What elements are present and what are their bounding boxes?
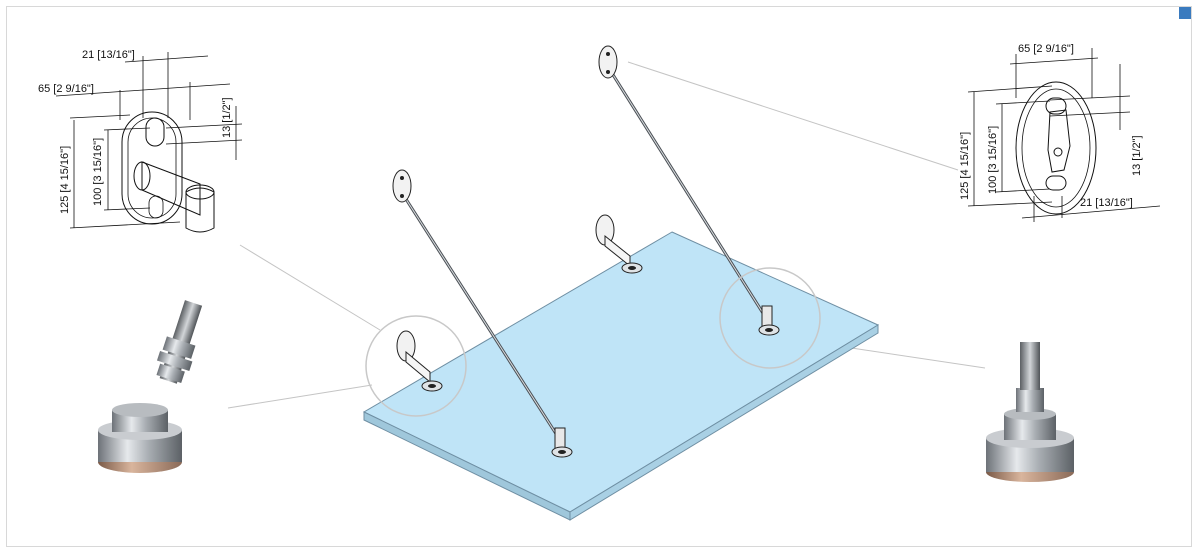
dim-plate-height: 125 [4 15/16"]: [59, 146, 71, 214]
dim-width-plate-right: 65 [2 9/16"]: [1018, 43, 1074, 55]
dim-hole-spacing: 100 [3 15/16"]: [92, 138, 104, 206]
wall-bracket-with-arm-icon: [121, 111, 215, 233]
dim-width-hole: 21 [13/16"]: [82, 49, 135, 61]
dim-width-hole-right: 21 [13/16"]: [1080, 197, 1133, 209]
glass-clamp-fitting-photo-icon: [98, 300, 203, 473]
dim-width-plate: 65 [2 9/16"]: [38, 83, 94, 95]
glass-clamp-fitting-photo-icon-right: [986, 342, 1074, 482]
dim-hole-height: 13 [1/2"]: [221, 97, 233, 138]
dim-hole-height-right: 13 [1/2"]: [1131, 135, 1143, 176]
left-bracket-detail: 21 [13/16"] 65 [2 9/16"] 13 [1/2"] 125 […: [38, 49, 243, 233]
glass-canopy-assembly-icon: [362, 45, 880, 521]
oval-wall-plate-icon: [1015, 81, 1097, 215]
dim-hole-spacing-right: 100 [3 15/16"]: [987, 126, 999, 194]
dim-plate-height-right: 125 [4 15/16"]: [959, 132, 971, 200]
right-plate-detail: 65 [2 9/16"] 13 [1/2"] 125 [4 15/16"] 10…: [959, 43, 1161, 222]
corner-accent: [1179, 7, 1191, 19]
